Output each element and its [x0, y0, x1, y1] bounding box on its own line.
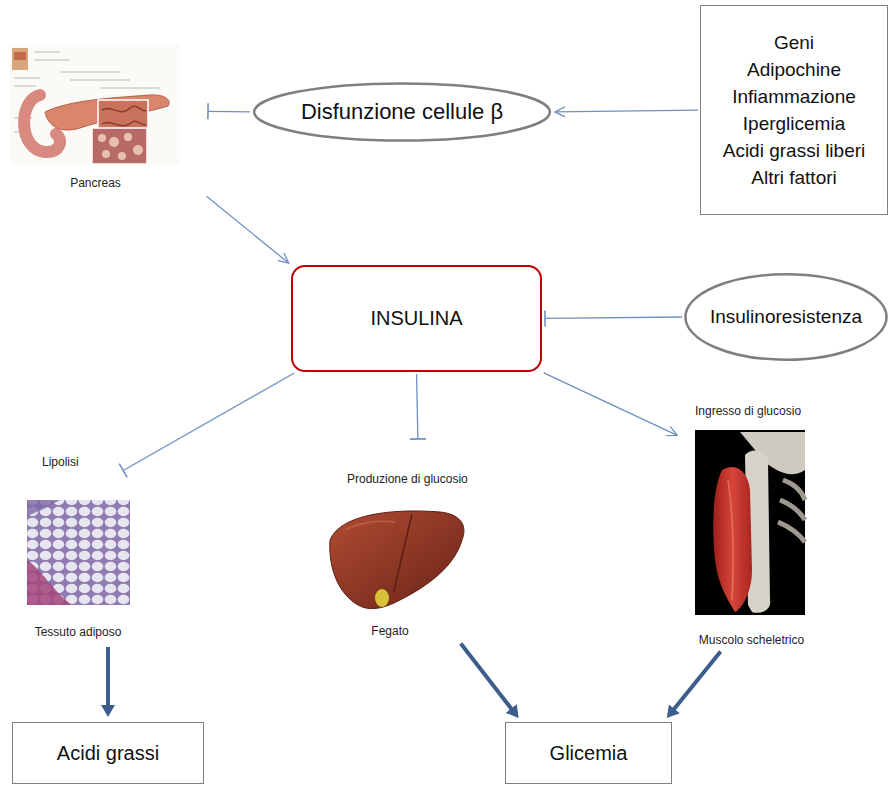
pancreas-figure: Pancreas [8, 40, 205, 195]
adipose-tissue-illustration [27, 500, 130, 605]
connector-line [207, 196, 289, 263]
tissue-figure: Muscolo scheletrico [680, 430, 835, 650]
factor-ellipse: Disfunzione cellule β [252, 82, 552, 142]
node-label: Acidi grassi [57, 742, 159, 765]
node-label: Adipochine [747, 56, 841, 83]
arrow-connector [667, 652, 721, 719]
connector-line [417, 374, 418, 439]
edge-label: Ingresso di glucosio [693, 404, 803, 418]
arrowhead [555, 107, 565, 117]
inhibition-connector [119, 373, 294, 477]
figure-caption: Fegato [371, 624, 408, 638]
node-label: INSULINA [370, 307, 462, 330]
inhibition-bar [119, 464, 127, 478]
node-label: Altri fattori [751, 164, 837, 191]
edge-label: Produzione di glucosio [345, 472, 470, 486]
inhibition-connector [410, 374, 426, 439]
connector-line [123, 373, 294, 471]
liver-illustration [330, 511, 464, 609]
arrowhead [101, 705, 115, 717]
outcome-box: Glicemia [505, 722, 672, 784]
inhibition-connector [545, 310, 682, 326]
connector-line [672, 652, 720, 712]
connector-line [555, 110, 698, 112]
node-label: Iperglicemia [743, 110, 845, 137]
arrow-connector [207, 196, 289, 263]
figure-caption: Tessuto adiposo [35, 625, 122, 639]
arrowhead [667, 704, 680, 718]
node-label: Infiammazione [732, 83, 856, 110]
connector-line [106, 647, 110, 708]
ellipse-outline [685, 274, 886, 360]
arrowhead [278, 253, 289, 263]
factor-list-box: GeniAdipochineInfiammazioneIperglicemiaA… [700, 5, 888, 215]
connector-line [461, 644, 513, 711]
skeletal-muscle-illustration [695, 430, 805, 615]
edge-label: Lipolisi [40, 455, 81, 469]
node-label: Insulinoresistenza [710, 306, 862, 328]
figure-caption: Pancreas [70, 176, 121, 190]
connector-line [545, 317, 682, 318]
connector-line [544, 373, 677, 435]
inhibition-bar [207, 103, 209, 119]
node-label: Acidi grassi liberi [723, 137, 866, 164]
arrow-connector [101, 647, 115, 717]
node-label: Disfunzione cellule β [301, 99, 503, 125]
ellipse-outline [254, 84, 550, 141]
inhibition-bar [410, 438, 426, 440]
arrow-connector [544, 373, 677, 436]
figure-caption: Muscolo scheletrico [699, 633, 804, 647]
connector-line [208, 111, 250, 113]
node-label: Geni [774, 29, 814, 56]
arrow-connector [461, 644, 519, 718]
arrow-connector [555, 107, 698, 117]
hormone-box: INSULINA [291, 265, 542, 372]
pancreas-illustration [10, 45, 180, 165]
node-label: Glicemia [550, 742, 628, 765]
outcome-box: Acidi grassi [12, 722, 204, 784]
arrowhead [666, 427, 677, 436]
tissue-figure: Tessuto adiposo [10, 472, 150, 645]
arrowhead [506, 704, 519, 718]
inhibition-connector [208, 103, 250, 119]
factor-ellipse: Insulinoresistenza [684, 272, 888, 362]
inhibition-bar [544, 310, 546, 326]
